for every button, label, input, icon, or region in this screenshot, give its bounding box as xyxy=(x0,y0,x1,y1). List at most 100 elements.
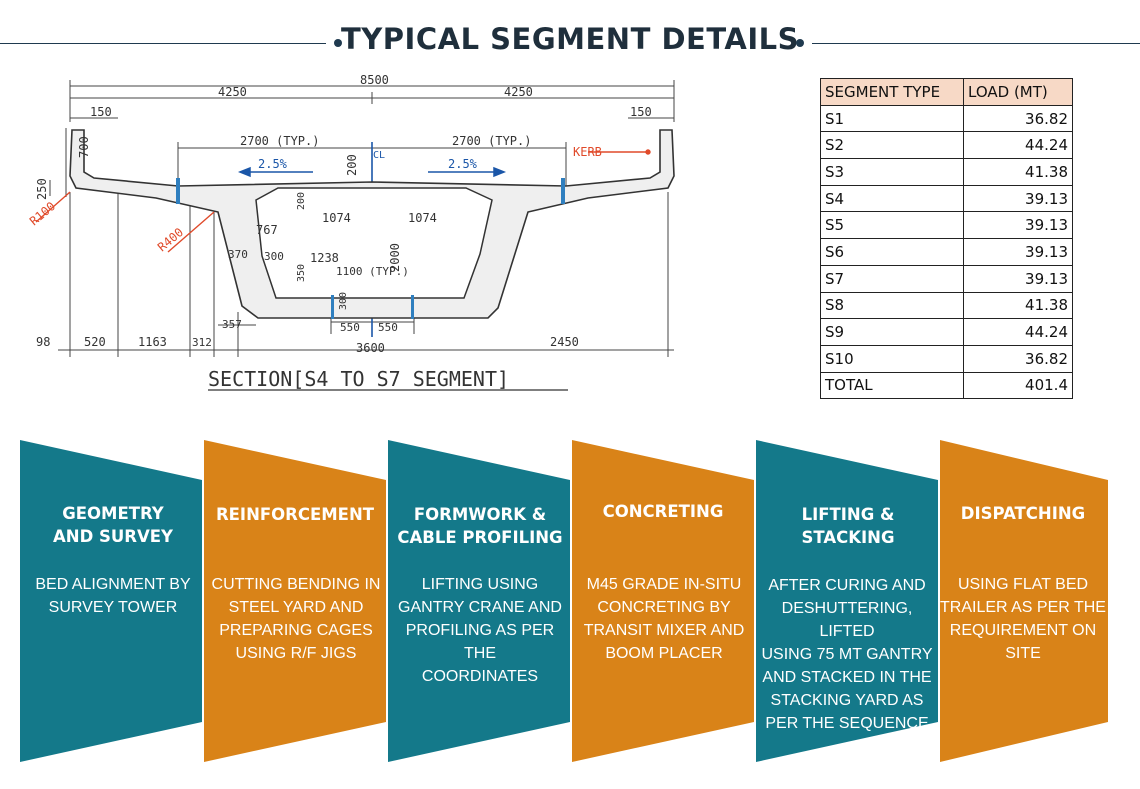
dim-web: 767 xyxy=(256,223,278,237)
process-steps-shapes xyxy=(20,440,1108,762)
step-shape-formwork xyxy=(388,440,570,762)
dim-bottom-slab: 300 xyxy=(338,292,349,310)
step-body-lifting: AFTER CURING AND DESHUTTERING, LIFTED US… xyxy=(756,574,938,735)
dim-web2: 370 xyxy=(228,248,248,261)
dim-typ-left: 2700 (TYP.) xyxy=(240,134,319,148)
step-title-dispatching: DISPATCHING xyxy=(940,502,1106,525)
dim-b2450: 2450 xyxy=(550,335,579,349)
step-body-dispatching: USING FLAT BED TRAILER AS PER THE REQUIR… xyxy=(936,573,1110,665)
dim-haunch: 200 xyxy=(296,192,307,210)
step-body-line: PER THE SEQUENCE xyxy=(765,715,929,732)
load-cell: 44.24 xyxy=(963,131,1073,160)
step-body-reinforcement: CUTTING BENDING IN STEEL YARD AND PREPAR… xyxy=(206,573,386,665)
section-label: SECTION[S4 TO S7 SEGMENT] xyxy=(208,367,509,391)
dim-b312: 312 xyxy=(192,336,212,349)
step-body-line: REQUIREMENT ON SITE xyxy=(949,622,1097,662)
dim-cable-left: 550 xyxy=(340,321,360,334)
load-cell: 44.24 xyxy=(963,318,1073,346)
step-body-line: PROFILING AS PER THE xyxy=(405,622,555,662)
dim-overall: 8500 xyxy=(360,73,389,87)
label-cl: CL xyxy=(373,150,385,161)
dim-kerb-right: 150 xyxy=(630,105,652,119)
step-body-line: BED ALIGNMENT BY xyxy=(35,576,191,593)
segment-type-cell: S3 xyxy=(820,158,964,186)
page-title: TYPICAL SEGMENT DETAILS xyxy=(341,22,799,56)
dim-b1163: 1163 xyxy=(138,335,167,349)
step-body-line: USING R/F JIGS xyxy=(235,645,357,662)
load-cell: 39.13 xyxy=(963,184,1073,213)
step-body-line: SURVEY TOWER xyxy=(48,599,178,616)
table-header-row: SEGMENT TYPE LOAD (MT) xyxy=(820,78,1073,106)
step-shape-dispatching xyxy=(940,440,1108,762)
dim-top-web-right: 1074 xyxy=(408,211,437,225)
step-body-line: CUTTING BENDING IN xyxy=(211,576,381,593)
segment-type-cell: S7 xyxy=(820,264,964,293)
load-cell: 41.38 xyxy=(963,291,1073,320)
load-cell: 36.82 xyxy=(963,344,1073,373)
step-body-line: COORDINATES xyxy=(421,668,539,685)
segment-type-cell: S4 xyxy=(820,184,964,213)
step-title-line: STACKING xyxy=(801,528,895,547)
load-cell: 41.38 xyxy=(963,158,1073,186)
step-body-line: GANTRY CRANE AND xyxy=(398,599,562,616)
title-rule-left xyxy=(0,43,326,44)
step-title-geometry: GEOMETRY AND SURVEY xyxy=(28,502,198,548)
dim-web-foot: 357 xyxy=(222,318,242,331)
total-load-cell: 401.4 xyxy=(963,371,1073,400)
box-void xyxy=(255,187,493,299)
step-body-line: AND STACKED IN THE xyxy=(762,669,932,686)
step-title-line: CABLE PROFILING xyxy=(397,528,563,547)
load-cell: 39.13 xyxy=(963,238,1073,266)
process-steps: GEOMETRY AND SURVEY BED ALIGNMENT BY SUR… xyxy=(0,436,1140,766)
step-title-concreting: CONCRETING xyxy=(574,500,752,523)
step-body-line: DESHUTTERING, LIFTED xyxy=(781,600,913,640)
dim-typ-right: 2700 (TYP.) xyxy=(452,134,531,148)
step-title-reinforcement: REINFORCEMENT xyxy=(206,503,384,526)
step-title-line: GEOMETRY xyxy=(62,504,164,523)
step-body-line: BOOM PLACER xyxy=(605,645,723,662)
slope-right: 2.5% xyxy=(448,157,478,171)
step-body-line: PREPARING CAGES xyxy=(219,622,373,639)
title-bullet-left xyxy=(334,39,342,47)
segment-type-cell: S10 xyxy=(820,344,964,373)
step-shape-geometry xyxy=(20,440,202,762)
step-shape-lifting xyxy=(756,440,938,762)
step-title-line: FORMWORK & xyxy=(413,505,547,524)
dim-bottom-typ: 1100 (TYP.) xyxy=(336,265,409,278)
dim-top-web-left: 1074 xyxy=(322,211,351,225)
dim-bottom-haunch: 300 xyxy=(264,250,284,263)
step-title-lifting: LIFTING & STACKING xyxy=(758,503,938,549)
title-rule-right xyxy=(812,43,1140,44)
dim-inner-bottom: 1238 xyxy=(310,251,339,265)
dim-kerb-height: 700 xyxy=(77,136,91,158)
step-title-line: REINFORCEMENT xyxy=(215,505,375,524)
step-body-concreting: M45 GRADE IN-SITU CONCRETING BY TRANSIT … xyxy=(574,573,754,665)
label-kerb: KERB xyxy=(573,145,602,159)
dim-b520: 520 xyxy=(84,335,106,349)
segment-section-drawing: 8500 4250 4250 150 150 2700 (TYP.) 2700 … xyxy=(28,73,675,391)
step-title-formwork: FORMWORK & CABLE PROFILING xyxy=(390,503,570,549)
step-body-line: STEEL YARD AND xyxy=(228,599,364,616)
slope-left: 2.5% xyxy=(258,157,288,171)
total-label-cell: TOTAL xyxy=(820,371,964,400)
step-title-line: CONCRETING xyxy=(602,502,724,521)
dim-cable-right: 550 xyxy=(378,321,398,334)
dim-half-right: 4250 xyxy=(504,85,533,99)
dim-b98: 98 xyxy=(36,335,50,349)
step-body-line: LIFTING USING xyxy=(421,576,539,593)
dim-b3600: 3600 xyxy=(356,341,385,355)
step-title-line: LIFTING & xyxy=(801,505,895,524)
title-bar: TYPICAL SEGMENT DETAILS xyxy=(0,18,1140,68)
step-title-line: AND SURVEY xyxy=(53,527,173,546)
